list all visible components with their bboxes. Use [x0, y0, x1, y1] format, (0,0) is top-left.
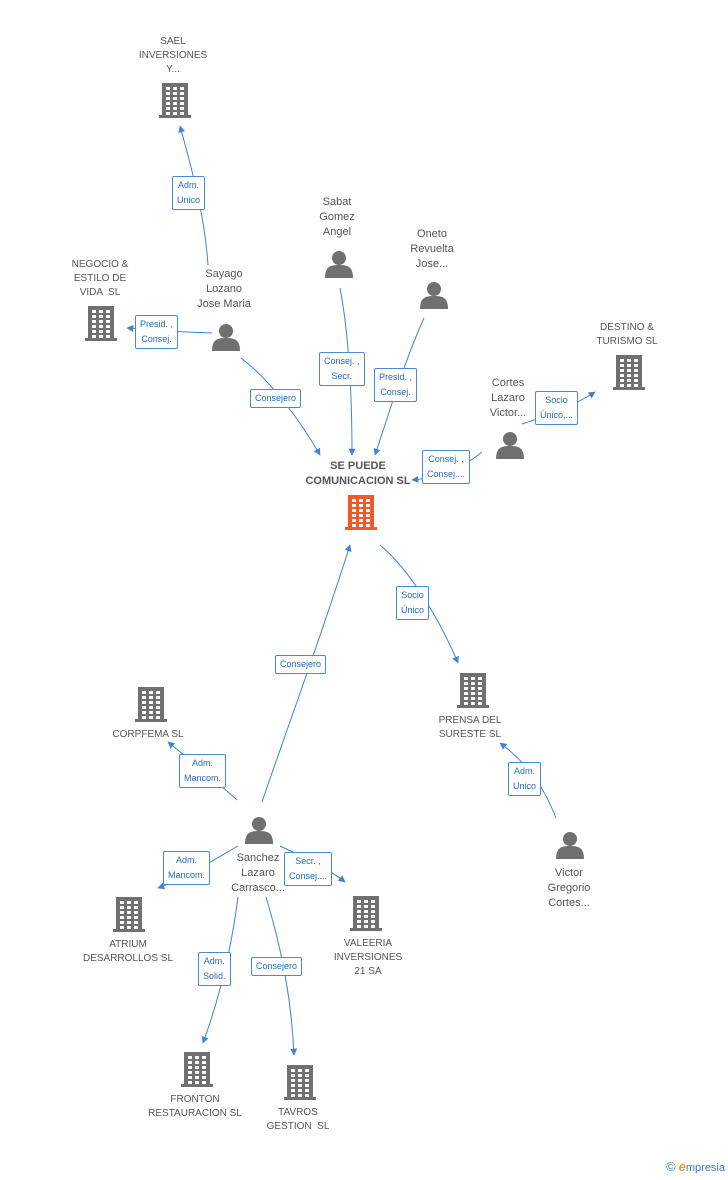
company-icon-negocio[interactable] — [85, 306, 117, 341]
empresia-logo: © empresia — [666, 1159, 725, 1174]
edge-label-sanchez-valeeria[interactable]: Secr. , Consej.... — [284, 852, 333, 886]
company-icon-atrium[interactable] — [113, 897, 145, 932]
edge-label-sanchez-main[interactable]: Consejero — [275, 655, 327, 674]
node-label-negocio[interactable]: NEGOCIO & ESTILO DE VIDA SL — [71, 259, 129, 298]
node-label-sanchez[interactable]: Sanchez Lazaro Carrasco... — [231, 852, 285, 894]
company-icon-corpfema[interactable] — [135, 687, 167, 722]
edge-label-sayago-main[interactable]: Consejero — [250, 389, 302, 408]
company-icon-prensa[interactable] — [457, 673, 489, 708]
person-icon-sabat[interactable] — [325, 251, 353, 278]
person-icon-sayago[interactable] — [212, 324, 240, 351]
edge-label-oneto-main[interactable]: Presid. , Consej. — [374, 368, 418, 402]
node-label-victor[interactable]: Victor Gregorio Cortes... — [547, 867, 591, 909]
edge-label-cortes-destino[interactable]: Socio Único,... — [535, 391, 579, 425]
edge-sanchez-main — [261, 544, 352, 803]
node-label-destino[interactable]: DESTINO & TURISMO SL — [596, 322, 658, 347]
node-label-sael[interactable]: SAEL INVERSIONES Y... — [138, 36, 208, 75]
edge-label-sayago-negocio[interactable]: Presid. , Consej. — [135, 315, 179, 349]
edge-label-sanchez-atrium[interactable]: Adm. Mancom. — [163, 851, 211, 885]
company-icon-valeeria[interactable] — [350, 896, 382, 931]
person-icon-victor[interactable] — [556, 832, 584, 859]
person-icon-sanchez[interactable] — [245, 817, 273, 844]
company-icon-tavros[interactable] — [284, 1065, 316, 1100]
edge-label-sanchez-fronton[interactable]: Adm. Solid. — [198, 952, 231, 986]
node-label-prensa[interactable]: PRENSA DEL SURESTE SL — [438, 715, 502, 740]
node-label-main[interactable]: SE PUEDE COMUNICACION SL — [305, 460, 411, 487]
edge-label-main-prensa[interactable]: Socio Único — [396, 586, 430, 620]
main-company-icon[interactable] — [345, 495, 377, 530]
node-label-sayago[interactable]: Sayago Lozano Jose Maria — [197, 268, 251, 310]
edge-label-sanchez-tavros[interactable]: Consejero — [251, 957, 303, 976]
company-icon-fronton[interactable] — [181, 1052, 213, 1087]
copyright-symbol: © — [665, 1159, 676, 1174]
person-icon-oneto[interactable] — [420, 282, 448, 309]
node-label-corpfema[interactable]: CORPFEMA SL — [112, 729, 184, 740]
brand-name: mpresia — [685, 1162, 725, 1174]
node-label-cortes[interactable]: Cortes Lazaro Victor... — [489, 377, 527, 419]
edge-label-sabat-main[interactable]: Consej. , Secr. — [319, 352, 365, 386]
node-label-sabat[interactable]: Sabat Gomez Angel — [319, 196, 355, 238]
edge-sanchez-tavros — [265, 896, 298, 1056]
edge-label-victor-prensa[interactable]: Adm. Unico — [508, 762, 542, 796]
person-icon-cortes[interactable] — [496, 432, 524, 459]
node-label-tavros[interactable]: TAVROS GESTION SL — [266, 1107, 330, 1132]
edge-label-sanchez-corpfema[interactable]: Adm. Mancom. — [179, 754, 227, 788]
company-icon-destino[interactable] — [613, 355, 645, 390]
node-label-atrium[interactable]: ATRIUM DESARROLLOS SL — [82, 939, 174, 964]
edge-label-sayago-sael[interactable]: Adm. Unico — [172, 176, 206, 210]
node-label-valeeria[interactable]: VALEERIA INVERSIONES 21 SA — [333, 938, 403, 977]
node-label-oneto[interactable]: Oneto Revuelta Jose... — [410, 228, 454, 270]
brand-e: e — [678, 1159, 686, 1174]
node-label-fronton[interactable]: FRONTON RESTAURACION SL — [148, 1094, 242, 1119]
edge-label-cortes-main[interactable]: Consej. , Consej.... — [422, 450, 471, 484]
company-icon-sael[interactable] — [159, 83, 191, 118]
